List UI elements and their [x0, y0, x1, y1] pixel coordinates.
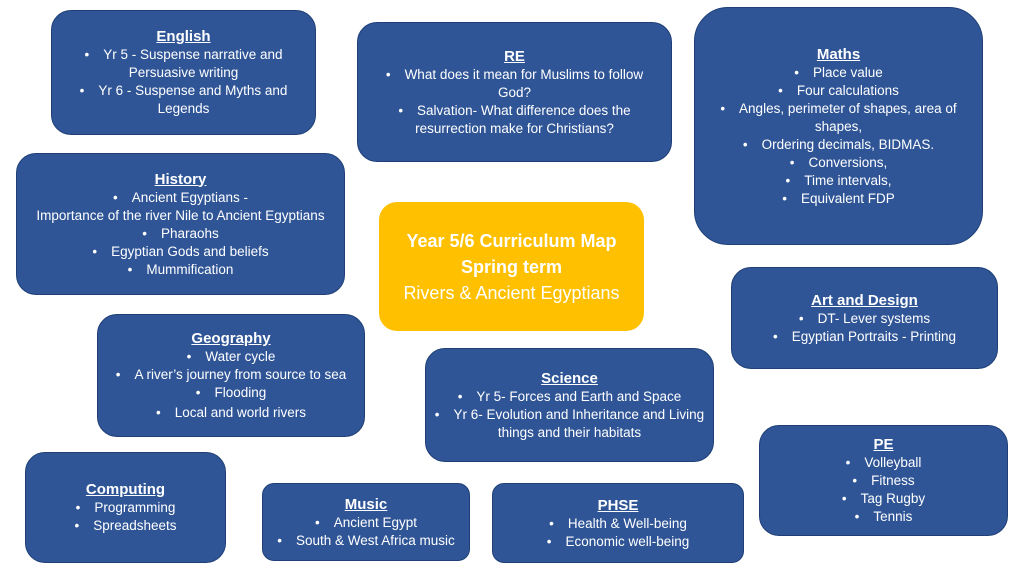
list-item: •Mummification — [127, 261, 234, 277]
list-item: •Ordering decimals, BIDMAS. — [742, 136, 935, 152]
list-item: •Ancient Egypt — [314, 514, 418, 530]
english-title: English — [156, 28, 211, 45]
list-item: •Conversions, — [789, 154, 888, 170]
list-item: •Economic well-being — [546, 533, 690, 549]
list-item: •Spreadsheets — [74, 518, 177, 533]
list-item: •Water cycle — [186, 349, 276, 364]
science-title: Science — [541, 369, 598, 387]
art-design-title: Art and Design — [811, 291, 918, 309]
list-item: •Egyptian Portraits - Printing — [772, 328, 957, 344]
computing-title: Computing — [85, 481, 166, 498]
music-title: Music — [344, 495, 388, 513]
list-item: •Yr 6- Evolution and Inheritance and Liv… — [434, 406, 705, 440]
list-item: •Local and world rivers — [155, 405, 307, 420]
re-box: RE •What does it mean for Muslims to fol… — [357, 22, 672, 162]
list-item: •Tennis — [854, 509, 913, 524]
list-item: •Yr 5- Forces and Earth and Space — [457, 388, 682, 404]
list-item: Importance of the river Nile to Ancient … — [36, 207, 325, 223]
list-item: •What does it mean for Muslims to follow… — [385, 66, 644, 100]
phse-title: PHSE — [597, 496, 639, 514]
music-box: Music •Ancient Egypt •South & West Afric… — [262, 483, 470, 561]
geography-title: Geography — [191, 330, 271, 347]
list-item: •DT- Lever systems — [798, 310, 931, 326]
list-item: •Four calculations — [778, 82, 899, 98]
list-item: •A river’s journey from source to sea — [115, 367, 347, 382]
list-item: •Volleyball — [845, 455, 922, 470]
pe-box: PE •Volleyball •Fitness •Tag Rugby •Tenn… — [759, 425, 1008, 536]
list-item: •Salvation- What difference does the res… — [398, 102, 631, 136]
computing-box: Computing •Programming •Spreadsheets — [25, 452, 226, 563]
curriculum-title-box: Year 5/6 Curriculum Map Spring term Rive… — [379, 202, 644, 331]
list-item: •Egyptian Gods and beliefs — [92, 243, 269, 259]
list-item: •Equivalent FDP — [782, 190, 895, 206]
term-label: Spring term — [460, 256, 562, 277]
history-title: History — [154, 170, 207, 188]
page-title: Year 5/6 Curriculum Map — [406, 230, 617, 251]
geography-box: Geography •Water cycle •A river’s journe… — [97, 314, 365, 437]
pe-title: PE — [873, 436, 894, 453]
list-item: •Place value — [794, 64, 883, 80]
re-title: RE — [504, 47, 525, 65]
phse-box: PHSE •Health & Well-being •Economic well… — [492, 483, 744, 563]
list-item: •Yr 6 - Suspense and Myths and Legends — [79, 83, 288, 116]
topic-label: Rivers & Ancient Egyptians — [403, 282, 620, 303]
list-item: •Programming — [75, 500, 176, 515]
list-item: •Time intervals, — [785, 172, 892, 188]
list-item: •Ancient Egyptians - — [112, 189, 249, 205]
list-item: •Fitness — [852, 473, 915, 488]
science-box: Science •Yr 5- Forces and Earth and Spac… — [425, 348, 714, 462]
history-box: History •Ancient Egyptians - Importance … — [16, 153, 345, 295]
art-design-box: Art and Design •DT- Lever systems •Egypt… — [731, 267, 998, 369]
list-item: •Flooding — [195, 385, 267, 400]
list-item: •Yr 5 - Suspense narrative and Persuasiv… — [84, 47, 283, 80]
list-item: •South & West Africa music — [277, 532, 455, 548]
maths-box: Maths •Place value •Four calculations •A… — [694, 7, 983, 245]
english-box: English •Yr 5 - Suspense narrative and P… — [51, 10, 316, 135]
list-item: •Health & Well-being — [549, 515, 687, 531]
maths-title: Maths — [816, 45, 861, 63]
list-item: •Tag Rugby — [841, 491, 926, 506]
list-item: •Angles, perimeter of shapes, area of sh… — [720, 100, 957, 134]
list-item: •Pharaohs — [142, 225, 219, 241]
